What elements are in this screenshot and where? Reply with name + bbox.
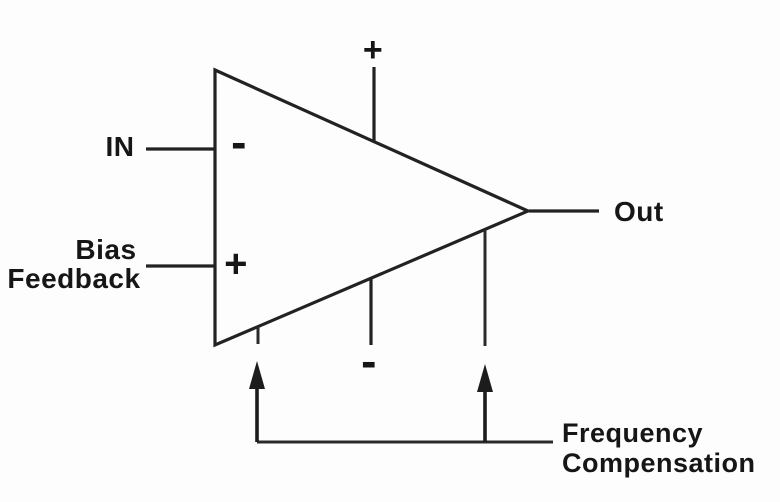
bias-label: Bias: [75, 234, 136, 265]
compensation-label: Compensation: [562, 448, 756, 478]
out-label: Out: [614, 196, 664, 227]
in-label: IN: [106, 131, 135, 162]
negative-supply-sign: -: [361, 335, 377, 387]
inverting-input-sign: -: [231, 116, 247, 168]
freq-comp-right-up-arrow-icon: [477, 364, 493, 442]
noninverting-input-sign: +: [224, 242, 248, 286]
feedback-label: Feedback: [7, 263, 140, 294]
frequency-label: Frequency: [562, 418, 703, 448]
left-arrowhead-icon: [249, 361, 265, 389]
right-arrowhead-icon: [477, 364, 493, 392]
freq-comp-left-up-arrow-icon: [249, 361, 265, 442]
positive-supply-sign: +: [363, 31, 383, 69]
